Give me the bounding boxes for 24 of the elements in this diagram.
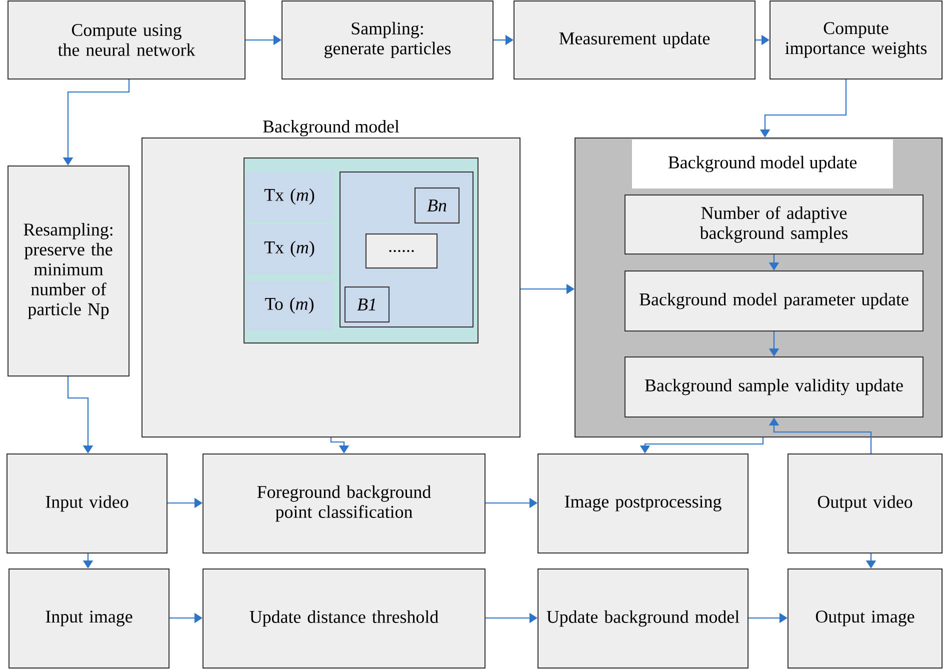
sample-box: ...... [366, 234, 438, 268]
process-box: Sampling: generate particles [282, 0, 494, 80]
process-box: Image postprocessing [538, 454, 748, 554]
table-cell: Tx (m) [246, 172, 333, 221]
process-box: Input image [8, 568, 170, 668]
process-box: Resampling: preserve the minimum number of particle Np [8, 166, 130, 376]
process-box: Output image [788, 568, 942, 668]
process-box: Input video [6, 454, 168, 554]
process-box: Number of adaptive background samples [624, 194, 924, 254]
process-box: Update distance threshold [202, 568, 486, 668]
process-box: Output video [788, 454, 942, 554]
process-box: Update background model [538, 568, 748, 668]
process-box: Background model parameter update [624, 270, 924, 332]
process-box: Compute using the neural network [8, 0, 246, 80]
arrow [768, 418, 872, 454]
table-cell: To (m) [246, 281, 333, 330]
process-box: Foreground background point classification [202, 454, 486, 554]
sample-box: B1 [344, 286, 390, 322]
sample-box: Bn [414, 188, 460, 224]
node-label: Background model [263, 120, 400, 136]
process-box: Compute importance weights [770, 0, 942, 80]
process-box: Measurement update [514, 0, 756, 80]
table-cell: Tx (m) [246, 224, 333, 274]
process-box: Background sample validity update [624, 356, 924, 418]
